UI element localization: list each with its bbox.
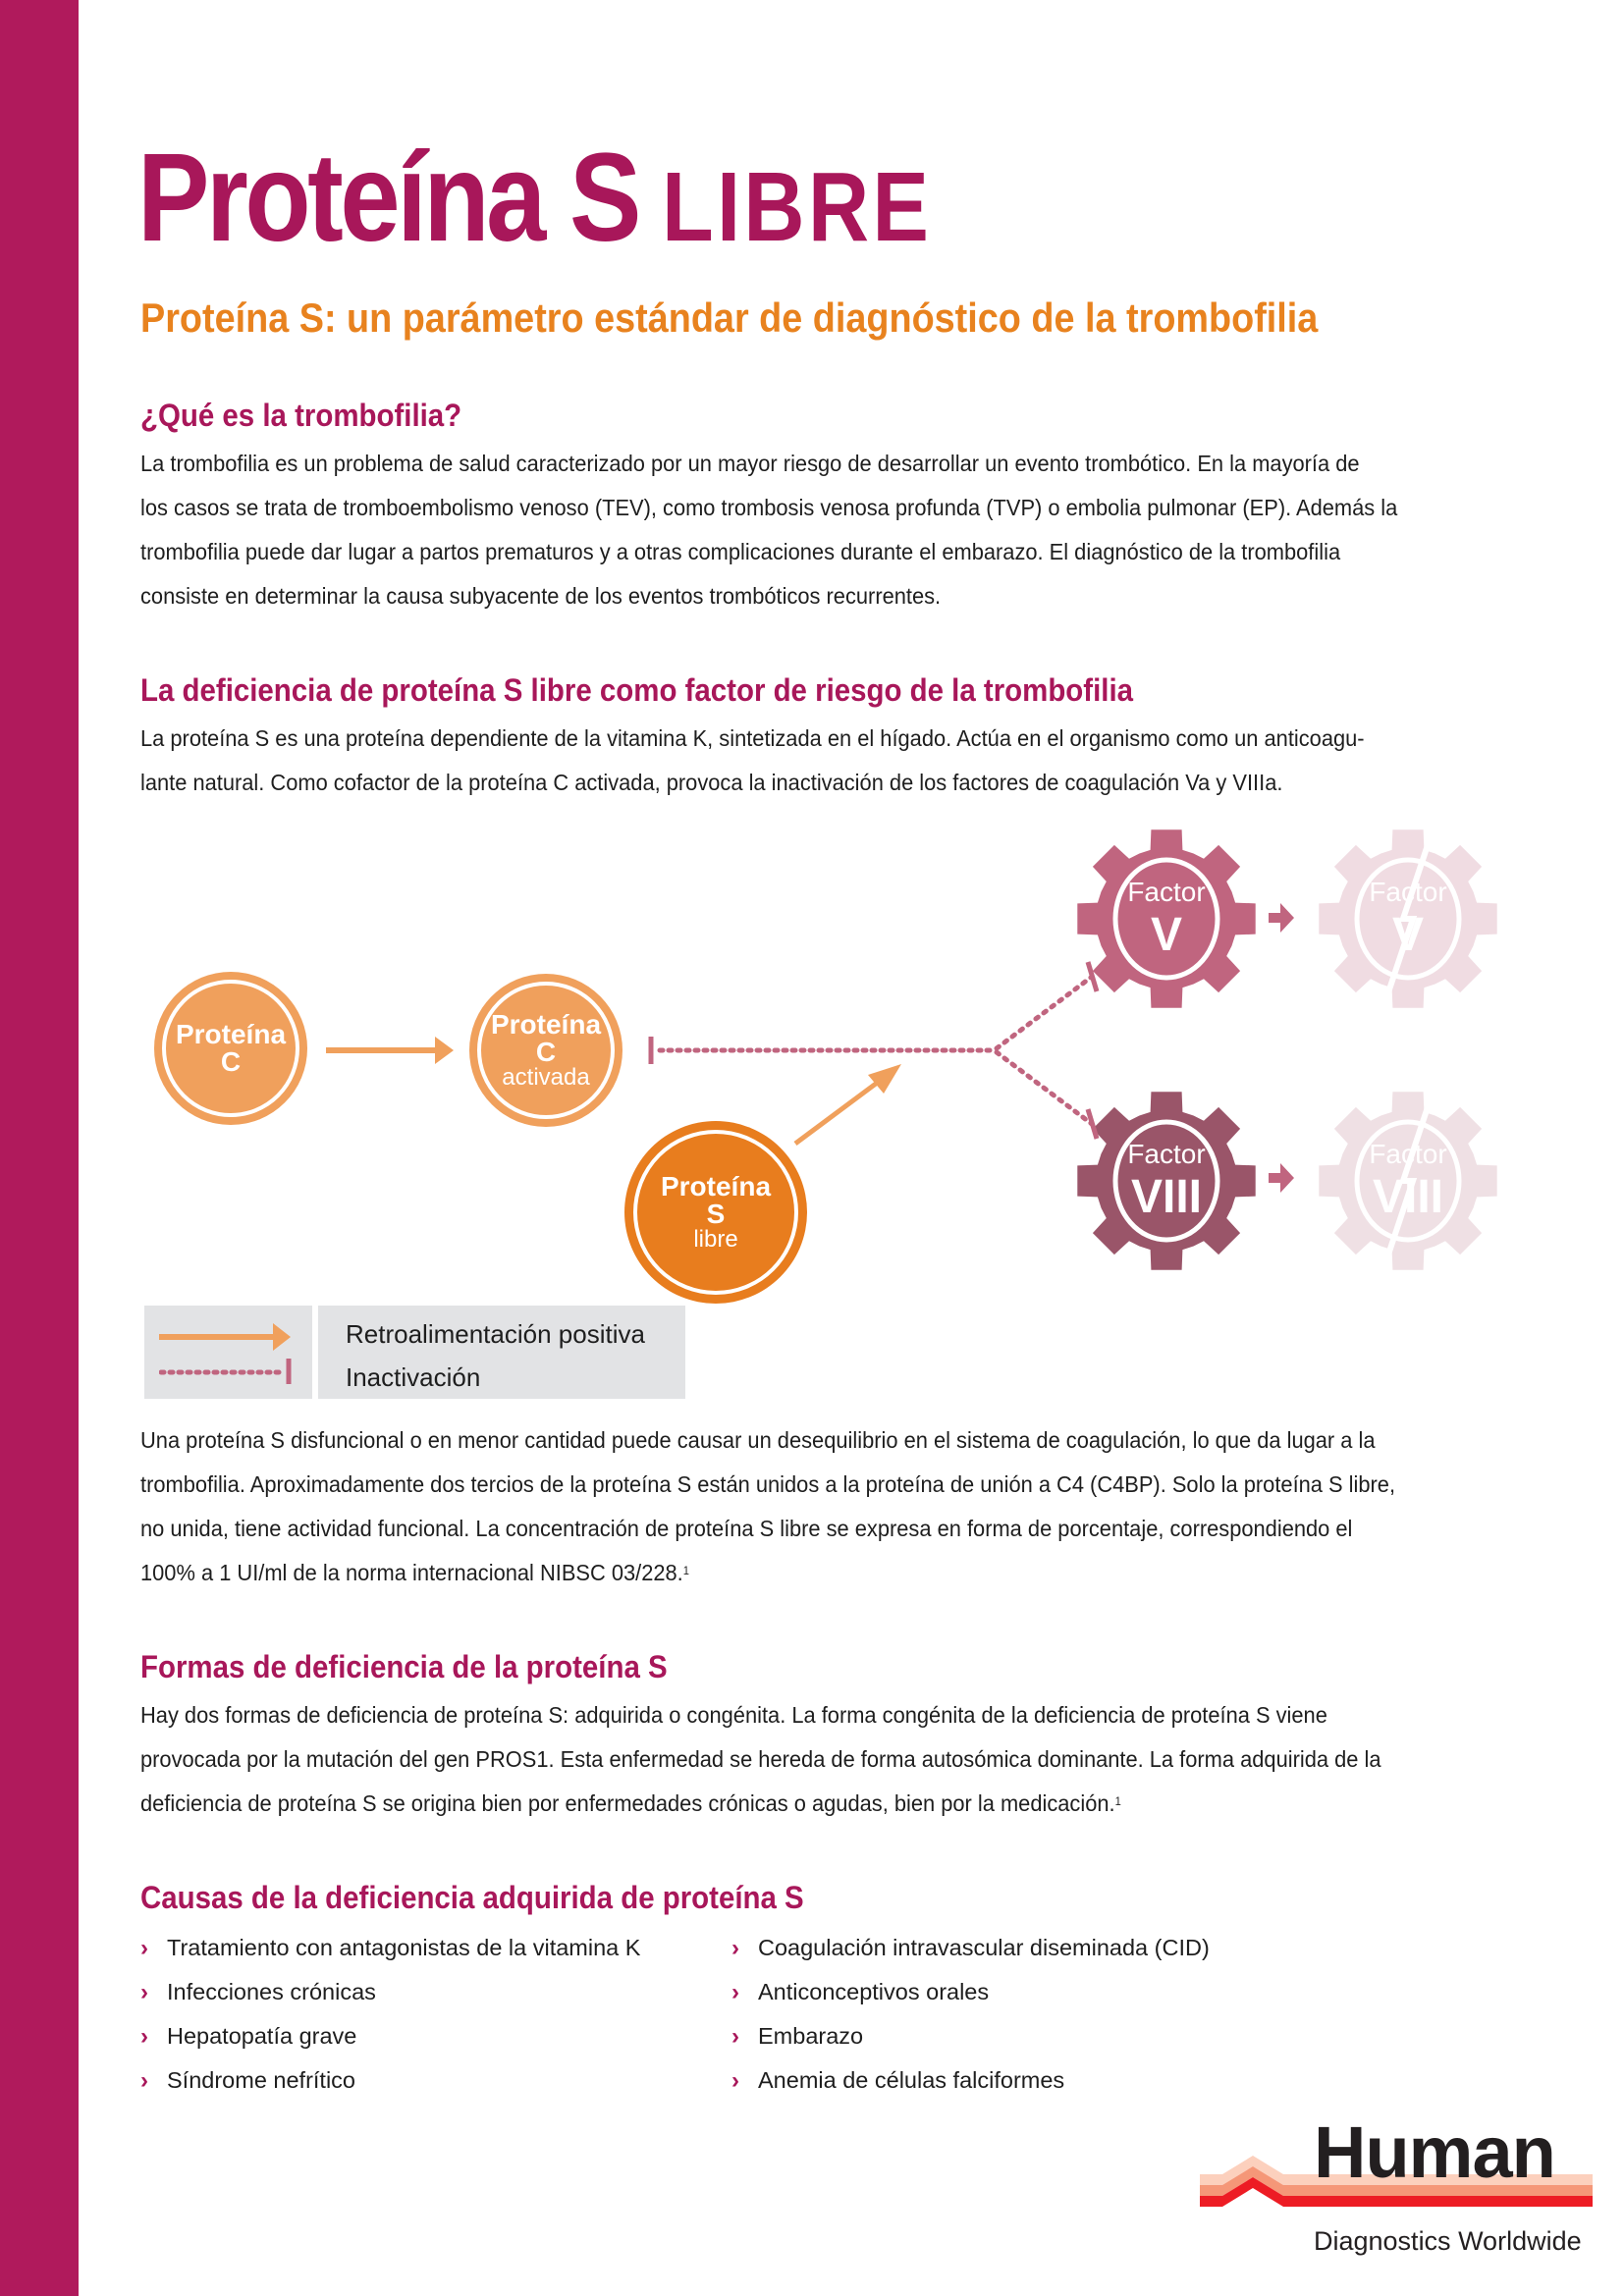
chevron-right-icon: › xyxy=(140,2023,148,2050)
factor-v-arrow xyxy=(1269,903,1294,933)
list-item: › Hepatopatía grave xyxy=(140,2014,640,2058)
node-label: C xyxy=(535,1037,557,1067)
text-line: trombofilia puede dar lugar a partos pre… xyxy=(140,539,1341,564)
text-line: La proteína S es una proteína dependient… xyxy=(140,725,1365,751)
inactivation-line xyxy=(648,961,1100,1140)
text-line: no unida, tiene actividad funcional. La … xyxy=(140,1516,1353,1541)
text-line: Hay dos formas de deficiencia de proteín… xyxy=(140,1702,1327,1728)
logo-tagline: Diagnostics Worldwide xyxy=(1314,2226,1582,2256)
list-item-text: Anemia de células falciformes xyxy=(758,2067,1065,2093)
logo-stripes xyxy=(1200,2156,1593,2207)
chevron-right-icon: › xyxy=(731,1979,739,2005)
list-item: › Infecciones crónicas xyxy=(140,1970,640,2014)
text-line: La trombofilia es un problema de salud c… xyxy=(140,451,1360,476)
diagram-legend: Retroalimentación positiva Inactivación xyxy=(144,1306,685,1399)
list-item: › Coagulación intravascular diseminada (C… xyxy=(731,1926,1210,1970)
protein-c-activated-node: Proteína C activada xyxy=(469,974,623,1127)
factor-label: Factor xyxy=(1127,877,1205,907)
heading-acquired-causes: Causas de la deficiencia adquirida de pr… xyxy=(140,1880,804,1915)
broken-lightning-icon xyxy=(1380,829,1435,1008)
chevron-right-icon: › xyxy=(731,1935,739,1961)
factor-v-gear xyxy=(1077,829,1256,1008)
paragraph-protein-s: La proteína S es una proteína dependient… xyxy=(140,717,1456,805)
node-label: C xyxy=(220,1046,242,1077)
positive-arrow xyxy=(793,1064,901,1147)
protein-s-free-node: Proteína S libre xyxy=(624,1121,807,1304)
factor-numeral: VIII xyxy=(1131,1171,1202,1223)
node-label: Proteína xyxy=(490,1009,602,1040)
paragraph-forms: Hay dos formas de deficiencia de proteín… xyxy=(140,1693,1475,1826)
legend-positive-label: Retroalimentación positiva xyxy=(346,1319,645,1349)
factor-viii-arrow xyxy=(1269,1163,1294,1193)
text-line: provocada por la mutación del gen PROS1.… xyxy=(140,1746,1381,1772)
page-subtitle: Proteína S: un parámetro estándar de dia… xyxy=(140,294,1319,341)
heading-what-is-thrombophilia: ¿Qué es la trombofilia? xyxy=(140,398,462,433)
node-label: libre xyxy=(693,1226,738,1253)
text-line: lante natural. Como cofactor de la prote… xyxy=(140,770,1283,795)
footnote-ref: 1 xyxy=(1114,1794,1121,1808)
heading-deficiency-risk: La deficiencia de proteína S libre como … xyxy=(140,672,1134,708)
heading-deficiency-forms: Formas de deficiencia de la proteína S xyxy=(140,1649,668,1684)
text-line: consiste en determinar la causa subyacen… xyxy=(140,583,942,609)
text-line: trombofilia. Aproximadamente dos tercios… xyxy=(140,1471,1396,1497)
list-item: › Anticonceptivos orales xyxy=(731,1970,1210,2014)
paragraph-dysfunction: Una proteína S disfuncional o en menor c… xyxy=(140,1418,1489,1595)
list-item: › Tratamiento con antagonistas de la vita… xyxy=(140,1926,640,1970)
chevron-right-icon: › xyxy=(731,2023,739,2050)
node-label: Proteína xyxy=(660,1171,772,1201)
list-item-text: Anticonceptivos orales xyxy=(758,1979,990,2004)
node-label: S xyxy=(706,1199,726,1229)
chevron-right-icon: › xyxy=(140,2067,148,2094)
causes-list-left: › Tratamiento con antagonistas de la vita… xyxy=(140,1926,640,2103)
list-item: › Embarazo xyxy=(731,2014,1210,2058)
chevron-right-icon: › xyxy=(140,1935,148,1961)
causes-list-right: › Coagulación intravascular diseminada (C… xyxy=(731,1926,1210,2103)
chevron-right-icon: › xyxy=(731,2067,739,2094)
text-line: Una proteína S disfuncional o en menor c… xyxy=(140,1427,1376,1453)
sidebar-band xyxy=(0,0,79,2296)
list-item-text: Coagulación intravascular diseminada (CI… xyxy=(758,1935,1210,1960)
factor-numeral: V xyxy=(1151,909,1182,961)
factor-viii-gear xyxy=(1077,1092,1256,1270)
protein-c-node: Proteína C xyxy=(154,972,307,1125)
legend-inactivation-label: Inactivación xyxy=(346,1362,481,1392)
chevron-right-icon: › xyxy=(140,1979,148,2005)
title-main: Proteína S xyxy=(137,128,641,268)
list-item-text: Tratamiento con antagonistas de la vitam… xyxy=(167,1935,641,1960)
text-line: 100% a 1 UI/ml de la norma internacional… xyxy=(140,1560,683,1585)
positive-arrow xyxy=(326,1037,454,1064)
list-item-text: Embarazo xyxy=(758,2023,864,2049)
logo-wordmark: Human xyxy=(1314,2111,1556,2193)
footnote-ref: 1 xyxy=(682,1564,689,1577)
list-item-text: Infecciones crónicas xyxy=(167,1979,376,2004)
text-line: los casos se trata de tromboembolismo ve… xyxy=(140,495,1398,520)
paragraph-thrombophilia: La trombofilia es un problema de salud c… xyxy=(140,442,1492,618)
list-item: › Síndrome nefrítico xyxy=(140,2058,640,2103)
broken-lightning-icon xyxy=(1380,1092,1435,1270)
title-suffix: LIBRE xyxy=(662,152,933,262)
factor-label: Factor xyxy=(1127,1139,1205,1169)
text-line: deficiencia de proteína S se origina bie… xyxy=(140,1790,1115,1816)
list-item: › Anemia de células falciformes xyxy=(731,2058,1210,2103)
node-label: Proteína xyxy=(175,1019,287,1049)
node-label: activada xyxy=(502,1064,590,1091)
legend-symbols xyxy=(159,1323,292,1384)
list-item-text: Hepatopatía grave xyxy=(167,2023,357,2049)
list-item-text: Síndrome nefrítico xyxy=(167,2067,356,2093)
